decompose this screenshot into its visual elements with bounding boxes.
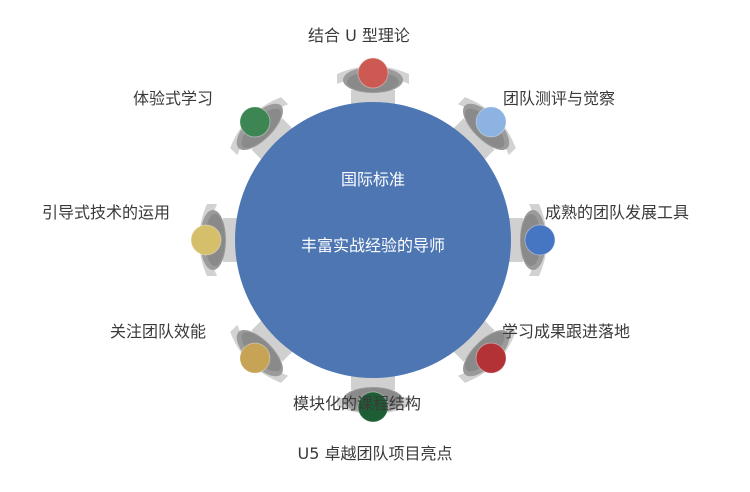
person-dot <box>475 342 507 374</box>
center-subtitle: 丰富实战经验的导师 <box>300 236 445 255</box>
person-dot <box>357 391 389 423</box>
person-dot <box>357 57 389 89</box>
label-learning-followup: 学习成果跟进落地 <box>502 322 631 341</box>
diagram-caption: U5 卓越团队项目亮点 <box>297 444 453 463</box>
person-dot <box>524 224 556 256</box>
center-title: 国际标准 <box>340 170 405 189</box>
label-u-theory: 结合 U 型理论 <box>308 26 410 45</box>
chair-u-theory <box>337 57 409 120</box>
label-team-tools: 成熟的团队发展工具 <box>545 203 690 222</box>
person-dot <box>239 106 271 138</box>
person-dot <box>475 106 507 138</box>
center-table <box>235 102 511 378</box>
person-dot <box>190 224 222 256</box>
label-team-assessment: 团队测评与觉察 <box>503 89 616 108</box>
chair-modular-course <box>337 360 409 423</box>
person-dot <box>239 342 271 374</box>
label-facilitation: 引导式技术的运用 <box>42 203 171 222</box>
label-experiential: 体验式学习 <box>133 89 214 108</box>
label-team-effectiveness: 关注团队效能 <box>110 322 207 341</box>
label-modular-course: 模块化的课程结构 <box>293 394 422 413</box>
